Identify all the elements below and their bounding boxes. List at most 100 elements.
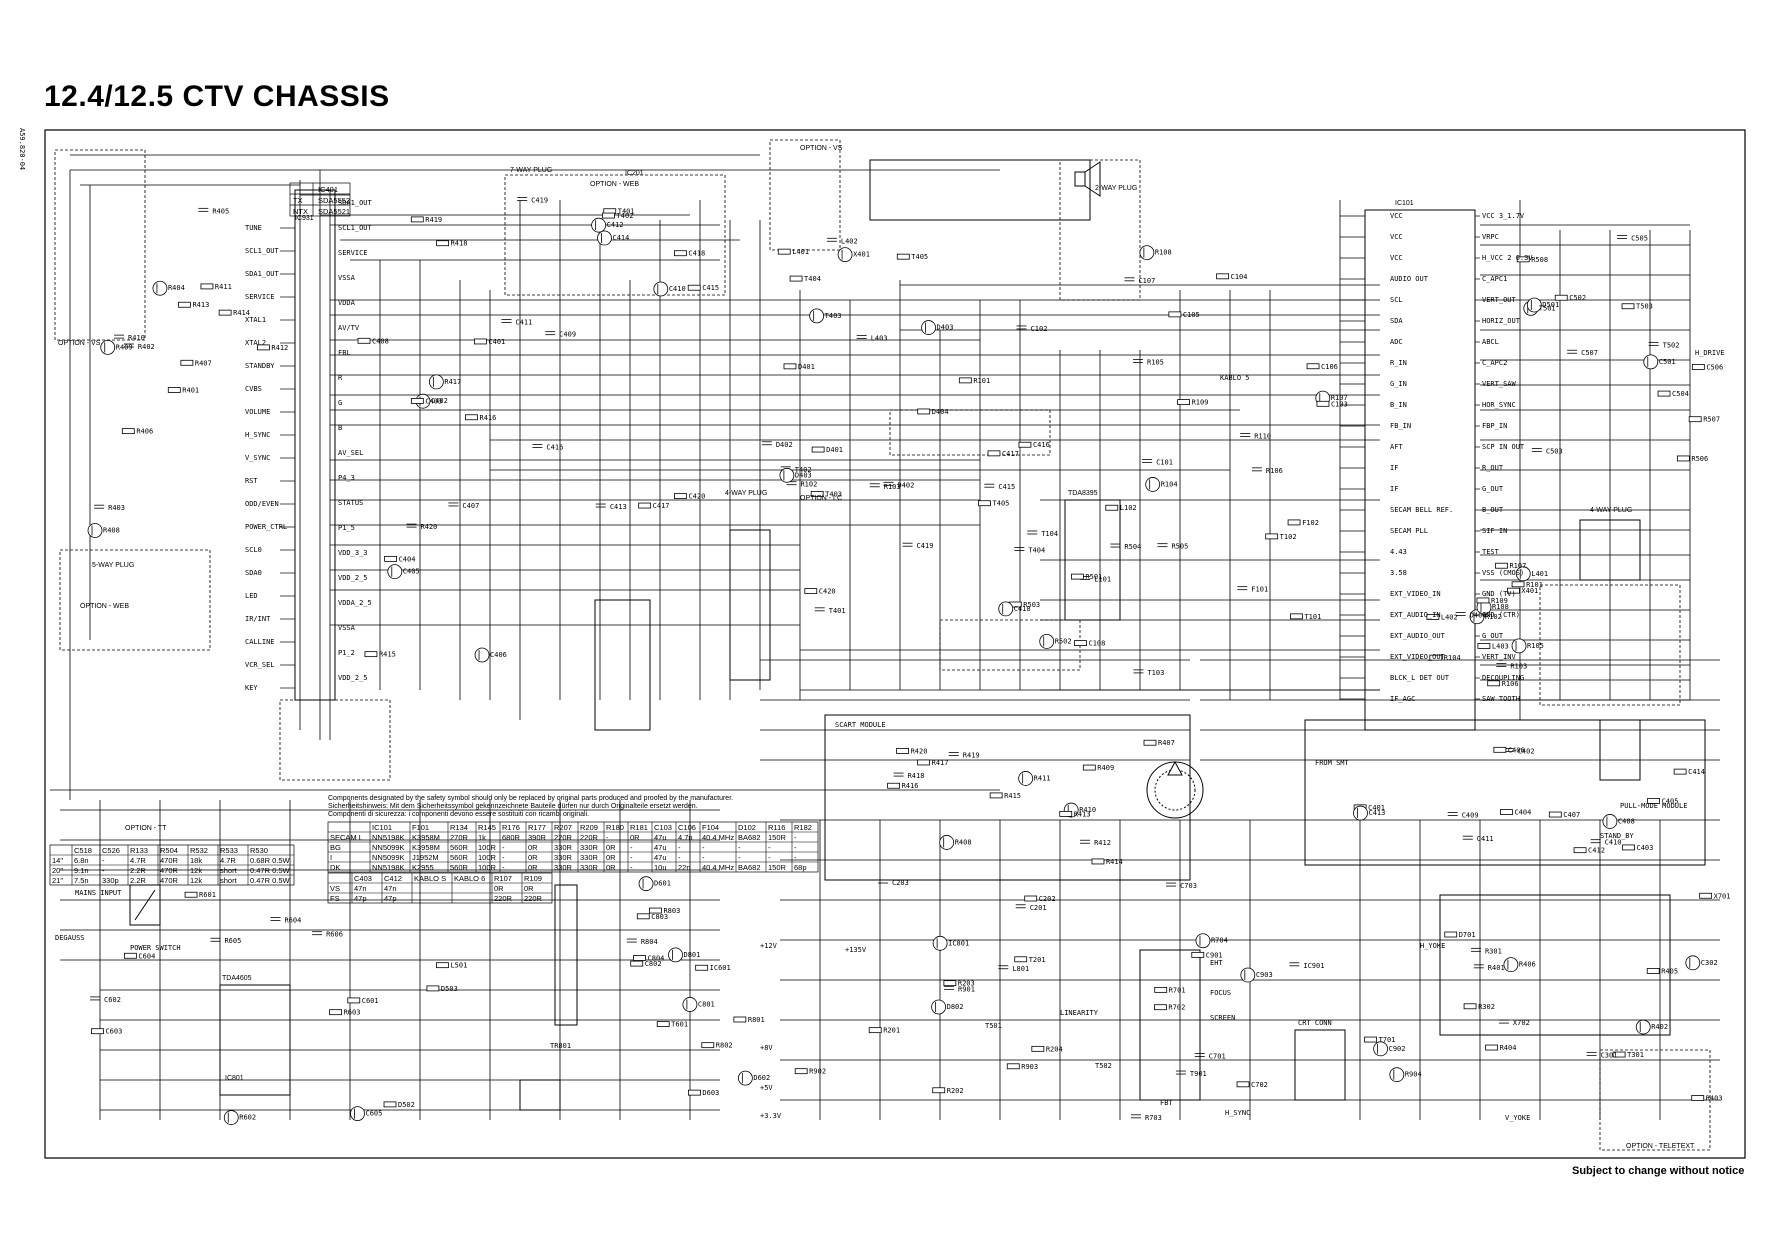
component-designator: D801 xyxy=(684,951,701,959)
micro-pin-label: XTAL1 xyxy=(245,316,266,324)
net-8v: +8V xyxy=(760,1044,773,1052)
component-designator: C703 xyxy=(1180,882,1197,890)
plug-7way-label: 7-WAY PLUG xyxy=(510,167,552,174)
component-designator: D403 xyxy=(937,324,954,332)
component-designator: R104 xyxy=(1161,480,1178,488)
component-designator: R701 xyxy=(1169,986,1186,994)
table-cell: NN5099K xyxy=(372,853,405,862)
component-designator: C102 xyxy=(1031,325,1048,333)
micro-pin-label: CVBS xyxy=(245,385,262,393)
table-cell: 330R xyxy=(554,843,573,852)
ic401-cell: IC401 xyxy=(318,185,338,194)
table-cell: FS xyxy=(330,894,340,903)
table-cell: 0R xyxy=(606,843,616,852)
resistor-symbol xyxy=(1168,311,1182,318)
resistor-symbol xyxy=(1177,399,1190,406)
micro-controller-body xyxy=(294,189,336,701)
resistor-symbol xyxy=(989,792,1003,799)
transistor-symbol xyxy=(1389,1067,1405,1083)
component-designator: R103 xyxy=(884,483,901,491)
component-designator: R602 xyxy=(239,1114,256,1122)
table-header-cell: IC101 xyxy=(372,823,392,832)
component-designator: D404 xyxy=(1470,611,1487,619)
jungle-pin-label-right: VCC 3_1.7V xyxy=(1482,212,1525,220)
component-designator: R904 xyxy=(1405,1071,1422,1079)
table-cell: J1952M xyxy=(412,853,439,862)
component-designator: T501 xyxy=(1539,304,1556,312)
component-designator: C405 xyxy=(1662,797,1679,805)
jungle-pin-label: AFT xyxy=(1390,443,1403,451)
table-cell: 0R xyxy=(494,884,504,893)
option-teletext-box xyxy=(1599,1049,1711,1151)
micro-pin-label: RST xyxy=(245,477,258,485)
component-designator: R401 xyxy=(1488,964,1505,972)
jungle-pin-label-right: C_APC2 xyxy=(1482,359,1507,367)
resistor-symbol xyxy=(932,1087,946,1094)
table-header-cell: R180 xyxy=(606,823,624,832)
component-designator: C413 xyxy=(1369,809,1386,817)
component-designator: X401 xyxy=(853,251,870,259)
variant-table: SECAM LBGIDKIC101NN5198KNN5099KNN5099KNN… xyxy=(327,821,819,873)
option-vs-box xyxy=(54,149,146,341)
table-header-cell: R116 xyxy=(768,823,785,832)
component-designator: R102 xyxy=(800,481,817,489)
component-designator: R803 xyxy=(663,907,680,915)
component-designator: R604 xyxy=(284,917,301,925)
component-designator: R302 xyxy=(1478,1003,1495,1011)
resistor-symbol xyxy=(124,952,137,959)
resistor-symbol xyxy=(1647,798,1660,804)
component-designator: T901 xyxy=(1190,1070,1207,1078)
component-designator: C420 xyxy=(688,493,705,501)
table-cell: - xyxy=(630,843,633,852)
micro-pin-label: TUNE xyxy=(245,224,262,232)
table-header-cell: C518 xyxy=(74,846,92,855)
smps-label: IC801 xyxy=(225,1075,244,1082)
option-boxes xyxy=(54,139,1711,1151)
transistor-symbol xyxy=(809,308,825,324)
component-designator: C414 xyxy=(613,234,630,242)
crt-socket-symbol xyxy=(1146,760,1204,819)
table-header-cell: R530 xyxy=(250,846,268,855)
resistor-symbol xyxy=(783,363,797,370)
component-designator: D402 xyxy=(897,481,914,489)
resistor-symbol xyxy=(121,428,135,435)
resistor-symbol xyxy=(91,1028,104,1035)
table-cell: 330R xyxy=(554,853,573,862)
table-cell: - xyxy=(794,853,797,862)
component-designator: R418 xyxy=(908,772,925,780)
net-stand-by: STAND_BY xyxy=(1600,832,1635,840)
component-designator: C408 xyxy=(372,337,389,345)
table-cell: - xyxy=(102,866,105,875)
jungle-ic-body xyxy=(1364,209,1476,731)
component-designator: R419 xyxy=(425,216,442,224)
resistor-symbol xyxy=(868,1027,882,1034)
component-designator: R110 xyxy=(1254,432,1271,440)
component-designator: C505 xyxy=(1631,235,1648,243)
component-designator: R407 xyxy=(195,359,212,367)
component-designator: R903 xyxy=(1021,1063,1038,1071)
micro-pin-label: V_SYNC xyxy=(245,454,270,462)
component-designator: R403 xyxy=(108,504,125,512)
table-cell: 100R xyxy=(478,863,497,872)
component-designator: R407 xyxy=(1158,739,1175,747)
option-tt-label: OPTION - TT xyxy=(125,825,167,832)
component-designator: R106 xyxy=(1266,467,1283,475)
component-designator: C403 xyxy=(1637,844,1654,852)
jungle-pin-label: 4.43 xyxy=(1390,548,1407,556)
component-designator: R103 xyxy=(1510,662,1527,670)
jungle-pin-label-right: VERT_SAW xyxy=(1482,380,1517,388)
component-designator: C406 xyxy=(1508,746,1525,754)
resistor-symbol xyxy=(794,1068,808,1075)
component-designator: R409 xyxy=(1097,764,1114,772)
table-cell: 560R xyxy=(450,843,469,852)
component-designator: R108 xyxy=(1155,249,1172,257)
table-cell: 47p xyxy=(384,894,397,903)
table-cell: 1k xyxy=(478,833,486,842)
table-cell: 4.7R xyxy=(130,856,146,865)
resistor-symbol xyxy=(987,450,1001,457)
resistor-symbol xyxy=(656,1021,670,1027)
net-135v: +135V xyxy=(845,946,867,954)
transistor-symbol xyxy=(1373,1041,1389,1057)
component-designator: R402 xyxy=(1651,1023,1668,1031)
resistor-symbol xyxy=(777,248,791,255)
